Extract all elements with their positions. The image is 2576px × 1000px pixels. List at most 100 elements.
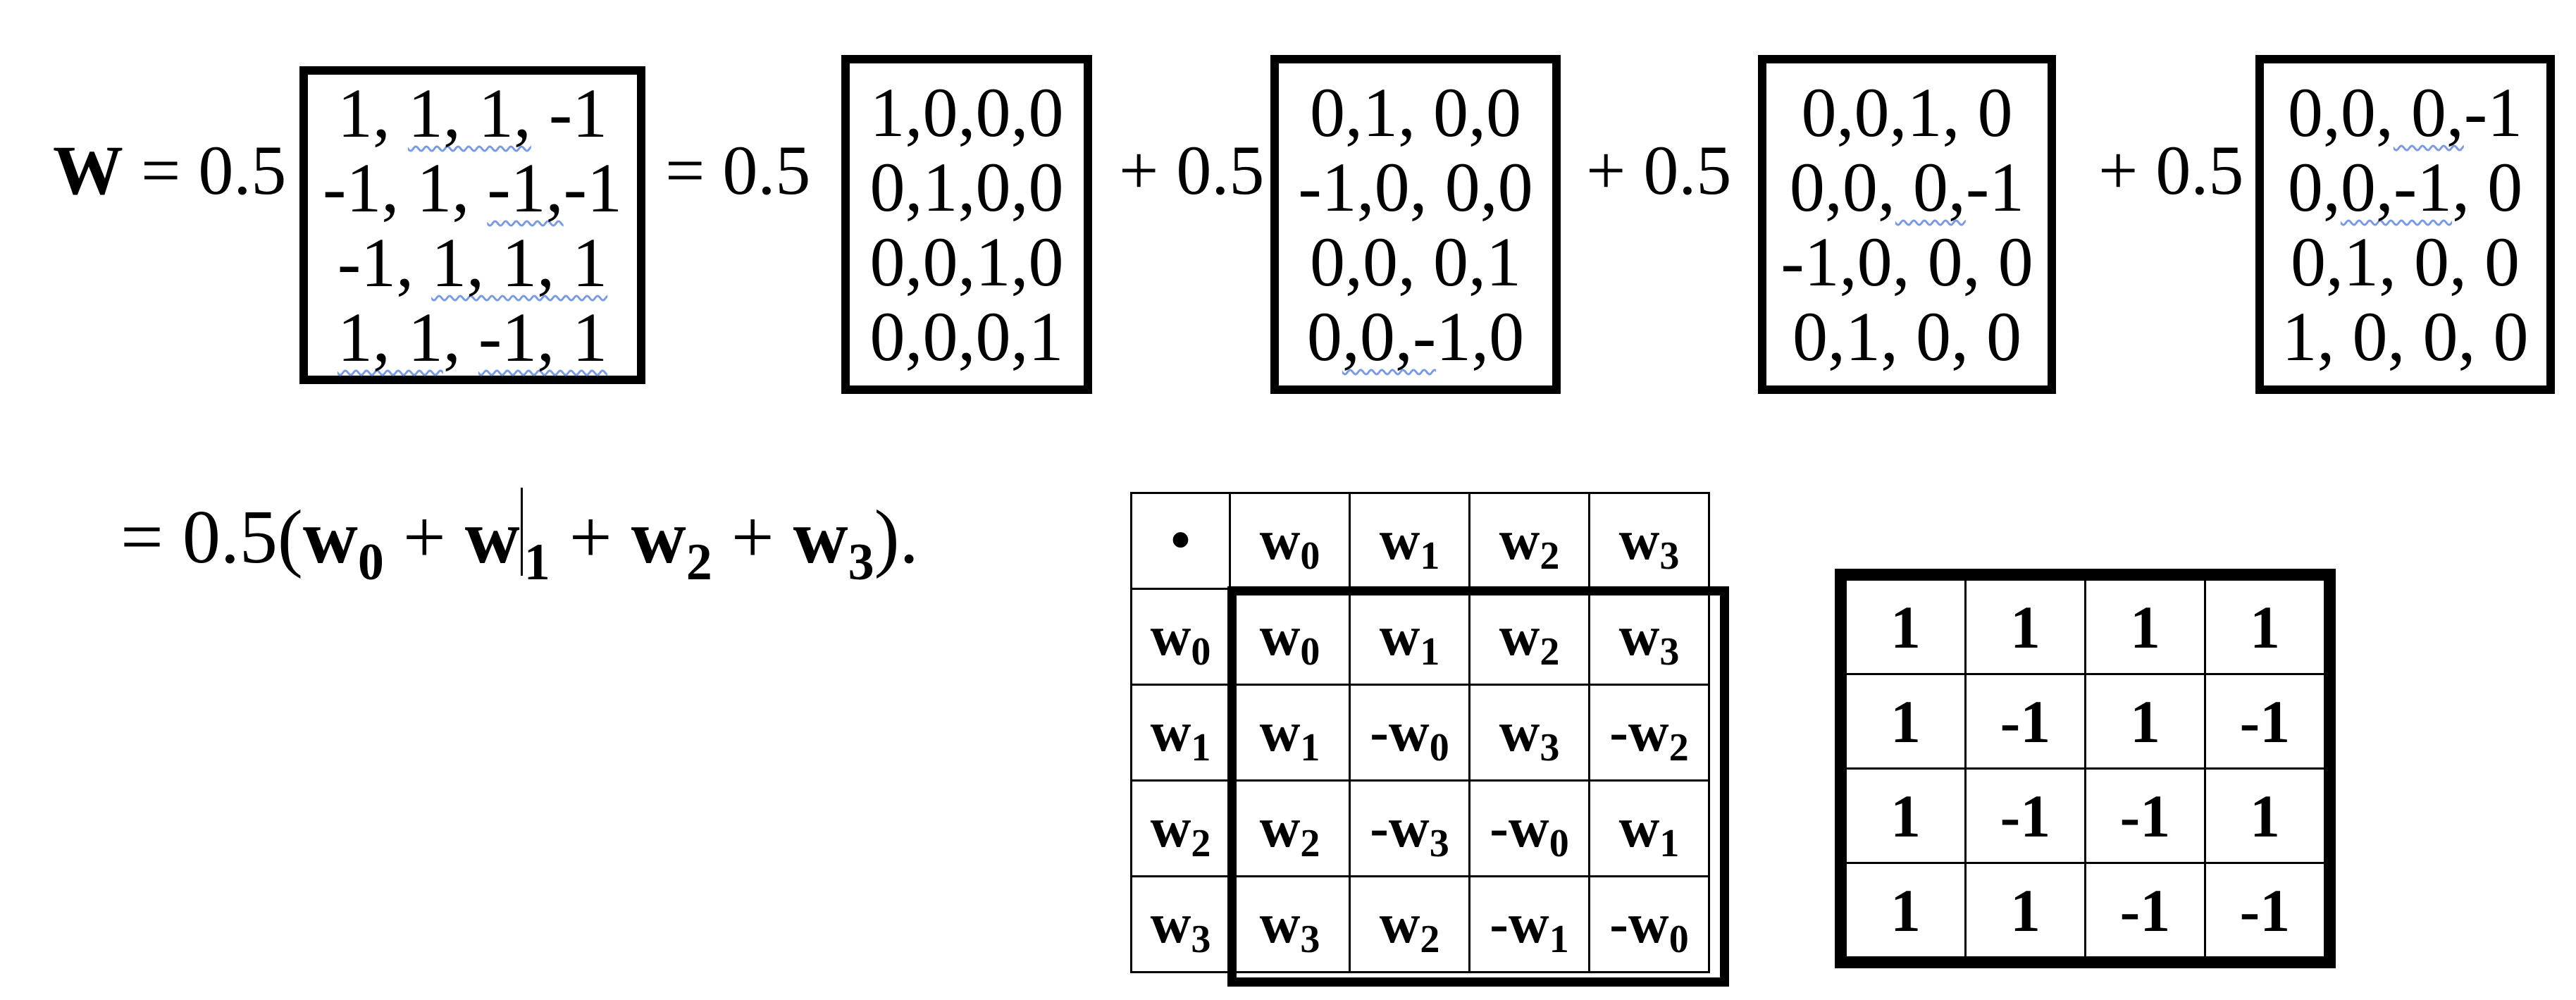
plus-coefficient-3: + 0.5 <box>2098 131 2244 209</box>
squiggle-underlined-text: 0, <box>2393 73 2464 152</box>
w-subscript: 2 <box>686 533 712 591</box>
matrix-entry-text: , 0 <box>2452 147 2523 226</box>
w-base: w <box>1379 893 1420 955</box>
w-base: w <box>793 495 848 579</box>
matrix-row: 0,0,0,1 <box>869 297 1064 376</box>
sign-matrix-cell: 1 <box>1845 673 1967 770</box>
sign-matrix-cell: 1 <box>1845 579 1967 675</box>
cayley-body-cell: w3 <box>1588 588 1710 686</box>
matrix-row: 0,0,1,0 <box>869 222 1064 301</box>
w-base: w <box>631 495 686 579</box>
plus-sign: + <box>712 495 793 579</box>
matrix-row: 0,0, 0,-1 <box>2288 75 2522 150</box>
w-subscript: 1 <box>524 533 550 591</box>
eq2-prefix: = 0.5( <box>120 495 303 579</box>
w-subscript: 1 <box>1659 822 1680 865</box>
w-subscript: 3 <box>1191 918 1211 961</box>
matrix-entry-text: 0, <box>2287 147 2341 226</box>
cayley-column-header: w1 <box>1349 492 1470 590</box>
matrix-entry-text: 0,0, <box>1789 147 1895 226</box>
sign-matrix-cell: 1 <box>2084 673 2206 770</box>
w-base: w <box>1150 797 1191 859</box>
equals-coefficient: = 0.5 <box>665 131 811 209</box>
cayley-column-header: w0 <box>1229 492 1351 590</box>
matrix-entry-text: 0,0,1,0 <box>869 222 1064 301</box>
matrix-entry-text: -1,0, 0, 0 <box>1781 222 2033 301</box>
sign-matrix-cell: 1 <box>2204 579 2326 675</box>
w-base: -w <box>1490 797 1549 859</box>
matrix-row: -1, 1, 1, 1 <box>338 225 607 300</box>
w-subscript: 3 <box>1659 534 1680 578</box>
matrix-entry-text: 0 <box>1306 297 1342 376</box>
matrix-row: 1, 1, -1, 1 <box>338 300 607 375</box>
equation-line2: = 0.5(w0 + w1 + w2 + w3). <box>120 488 919 588</box>
w-subscript: 0 <box>357 533 384 591</box>
matrix-entry-text: 0,1, 0, 0 <box>2291 222 2520 301</box>
sign-matrix-cell: 1 <box>2084 579 2206 675</box>
matrix-entry-text: 0,0, 0,1 <box>1310 222 1521 301</box>
w-subscript: 0 <box>1191 630 1211 674</box>
plus-coefficient-1: + 0.5 <box>1119 131 1265 209</box>
w-base: w <box>1150 893 1191 955</box>
cayley-body-cell: w1 <box>1349 588 1470 686</box>
w-base: w <box>1150 605 1191 667</box>
sign-matrix-cell: -1 <box>2084 862 2206 958</box>
w-subscript: 3 <box>1300 918 1320 961</box>
w-base: w <box>1259 701 1301 763</box>
matrix-entry-text: 1, 0, 0, 0 <box>2281 297 2529 376</box>
cayley-body-cell: w2 <box>1229 779 1351 877</box>
matrix-row: 0,0,-1, 0 <box>2287 147 2523 226</box>
matrix-row: 0,1, 0, 0 <box>1792 299 2021 374</box>
sign-matrix-cell: -1 <box>2204 862 2326 958</box>
w-subscript: 2 <box>1191 822 1211 865</box>
w-base: w <box>1259 893 1301 955</box>
cayley-body-cell: w3 <box>1229 875 1351 973</box>
cayley-body-cell: w2 <box>1349 875 1470 973</box>
sign-matrix-cell: 1 <box>1845 767 1967 864</box>
w-base: w <box>1618 510 1660 572</box>
w-subscript: 2 <box>1540 534 1560 578</box>
cayley-body-cell: -w0 <box>1588 875 1710 973</box>
cayley-body-cell: -w0 <box>1349 684 1470 782</box>
cayley-body-cell: w2 <box>1468 588 1590 686</box>
w-subscript: 2 <box>1420 918 1440 961</box>
w-subscript: 1 <box>1191 726 1211 770</box>
w-subscript: 0 <box>1668 918 1689 961</box>
cayley-row-header: w1 <box>1130 684 1231 782</box>
w-base: w <box>302 495 358 579</box>
sign-matrix-cell: 1 <box>1964 579 2086 675</box>
cayley-row-header: w3 <box>1130 875 1231 973</box>
matrix-row: -1, 1, -1,-1 <box>323 148 622 227</box>
matrix-entry-text: -1, 1, <box>323 148 488 227</box>
matrix-row: 1, 1, 1, -1 <box>338 75 607 151</box>
cayley-column-header: w3 <box>1588 492 1710 590</box>
cayley-body-cell: -w0 <box>1468 779 1590 877</box>
sign-matrix-cell: 1 <box>1845 862 1967 958</box>
w-base: -w <box>1370 797 1430 859</box>
matrix-row: 0,0,-1,0 <box>1306 297 1524 376</box>
lhs-operator: = 0.5 <box>123 131 287 209</box>
sign-matrix-cell: -1 <box>1964 767 2086 864</box>
squiggle-underlined-text: ,0,- <box>1342 297 1437 376</box>
w-base: w <box>1150 701 1191 763</box>
w-subscript: 3 <box>848 533 874 591</box>
w-subscript: 2 <box>1300 822 1320 865</box>
sign-matrix-cell: -1 <box>1964 673 2086 770</box>
w-base: w <box>1379 510 1420 572</box>
matrix-entry-text: -1,0, 0,0 <box>1298 147 1533 226</box>
matrix-entry-text: 0,0,0,1 <box>869 297 1064 376</box>
cayley-row-header: w0 <box>1130 588 1231 686</box>
matrix-entry-text: 0,0,1, 0 <box>1801 73 2013 152</box>
matrix-row: 0,1, 0, 0 <box>2291 222 2520 301</box>
eq2-terms: w0 + w1 + w2 + w3 <box>302 488 874 588</box>
w-base: w <box>1499 605 1540 667</box>
w-symbol: W <box>53 131 123 209</box>
w-subscript: 1 <box>1300 726 1320 770</box>
w-subscript: 3 <box>1540 726 1560 770</box>
text-cursor-caret <box>520 488 523 576</box>
matrix-row: -1,0, 0,0 <box>1298 147 1533 226</box>
matrix-entry-text: 0,1,0,0 <box>869 147 1064 226</box>
